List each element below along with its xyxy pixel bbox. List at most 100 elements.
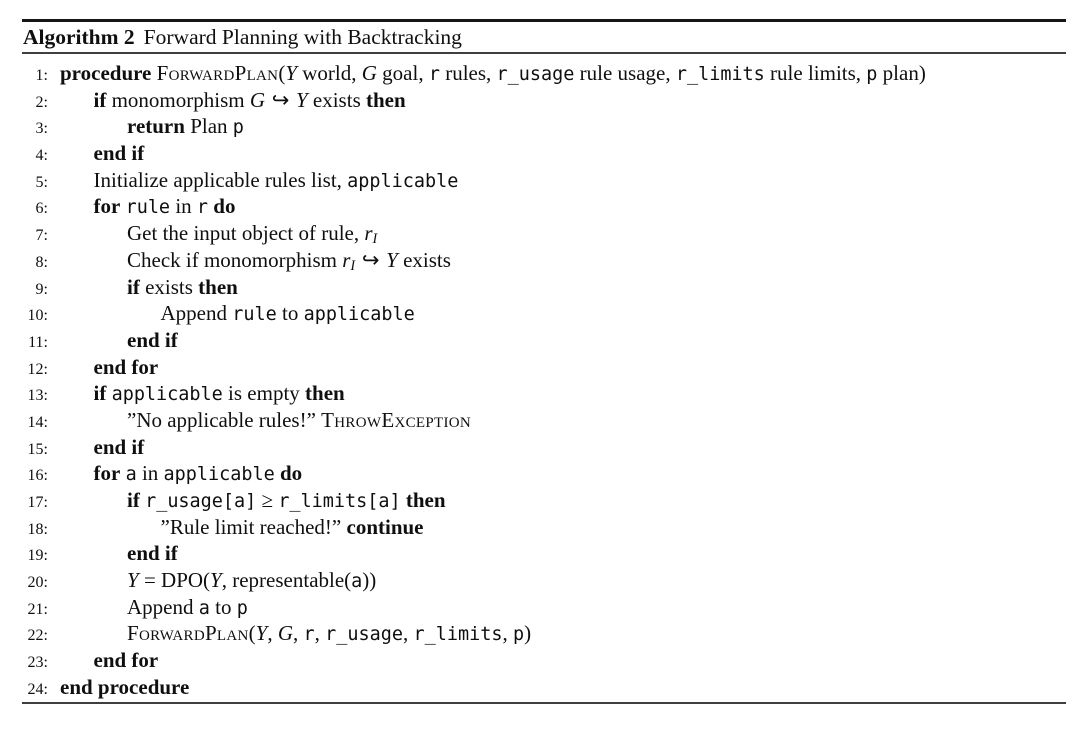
line-number: 24:: [27, 680, 48, 698]
text-segment-b: end for: [93, 354, 159, 379]
algorithm-line: 11: end if: [22, 327, 1072, 354]
text-segment-r: )): [362, 568, 377, 593]
line-content: end if: [127, 328, 178, 352]
text-segment-i: Y: [295, 87, 308, 112]
text-segment-i: Y: [210, 568, 222, 593]
text-segment-b: if: [93, 381, 107, 406]
line-number: 6:: [35, 200, 48, 218]
line-number: 18:: [27, 520, 48, 538]
line-content: Append a to p: [127, 595, 248, 619]
text-segment-r: , representable(: [221, 568, 352, 593]
text-segment-m: r_limits[a]: [278, 491, 401, 512]
line-content: if applicable is empty then: [94, 381, 345, 405]
algorithm-line: 15:end if: [22, 434, 1072, 461]
text-segment-r: goal,: [376, 61, 429, 85]
text-segment-r: Get the input object of rule,: [127, 221, 365, 246]
text-segment-r: ”No applicable rules!”: [127, 407, 322, 432]
algorithm-line: 20:Y = DPO(Y, representable(a)): [22, 567, 1072, 594]
text-segment-i: r: [364, 221, 373, 246]
algorithm-line: 23:end for: [22, 647, 1072, 674]
text-segment-r: (: [278, 61, 286, 85]
text-segment-r: in: [170, 194, 197, 219]
top-rule: [22, 19, 1066, 22]
text-segment-r: ,: [403, 621, 414, 646]
text-segment-sc: ForwardPlan: [156, 61, 279, 85]
text-segment-r: Append: [127, 594, 199, 619]
text-segment-m: r: [196, 197, 209, 219]
text-segment-m: p: [236, 597, 248, 619]
algorithm-line: 14:”No applicable rules!” ThrowException: [22, 407, 1072, 434]
text-segment-b: end for: [93, 648, 159, 673]
line-content: Y = DPO(Y, representable(a)): [127, 568, 376, 592]
text-segment-m: p: [866, 64, 878, 85]
algorithm-label: Algorithm 2: [23, 25, 135, 49]
text-segment-b: procedure: [60, 61, 157, 85]
algorithm-line: 24:end procedure: [22, 674, 1072, 701]
text-segment-b: if: [93, 87, 107, 112]
line-number: 10:: [27, 307, 48, 325]
text-segment-r: rule limits,: [764, 61, 867, 85]
text-segment-sub: I: [372, 231, 378, 248]
line-content: for rule in r do: [94, 194, 236, 218]
algorithm-line: 6: for rule in r do: [22, 193, 1072, 220]
text-segment-b: if: [127, 274, 140, 299]
line-number: 5:: [35, 173, 48, 191]
text-segment-r: (: [248, 621, 256, 646]
text-segment-b: then: [305, 381, 345, 406]
algorithm-line: 3: return Plan p: [22, 113, 1072, 140]
algorithm-line: 10:Append rule to applicable: [22, 300, 1072, 327]
algorithm-line: 13:if applicable is empty then: [22, 380, 1072, 407]
algorithm-body: 1:procedure ForwardPlan(Y world, G goal,…: [22, 60, 1072, 701]
text-segment-b: end if: [127, 541, 178, 566]
text-segment-i: r: [342, 247, 351, 272]
text-segment-r: exists: [139, 274, 199, 299]
text-segment-r: = DPO(: [138, 568, 211, 593]
line-number: 7:: [35, 227, 48, 245]
text-segment-m: a: [198, 597, 210, 619]
text-segment-r: in: [136, 461, 164, 486]
algorithm-line: 9:if exists then: [22, 274, 1072, 301]
text-segment-r: to: [209, 594, 237, 619]
algorithm-line: 18:”Rule limit reached!” continue: [22, 514, 1072, 541]
algorithm-line: 19:end if: [22, 540, 1072, 567]
text-segment-b: then: [366, 87, 406, 112]
text-segment-r: exists: [307, 87, 366, 112]
text-segment-m: a: [125, 464, 137, 486]
text-segment-b: for: [93, 194, 121, 219]
line-content: return Plan p: [127, 114, 244, 138]
algorithm-line: 17:if r_usage[a] ≥ r_limits[a] then: [22, 487, 1072, 514]
algorithm-line: 5: Initialize applicable rules list, appl…: [22, 167, 1072, 194]
text-segment-r: ,: [502, 621, 513, 646]
text-segment-r: ”Rule limit reached!”: [160, 514, 347, 539]
line-number: 3:: [35, 120, 48, 138]
line-number: 11:: [28, 333, 48, 351]
algorithm-line: 1:procedure ForwardPlan(Y world, G goal,…: [22, 60, 1072, 87]
line-number: 22:: [27, 627, 48, 645]
line-content: end for: [94, 648, 159, 672]
text-segment-m: applicable: [163, 464, 275, 486]
line-content: procedure ForwardPlan(Y world, G goal, r…: [60, 61, 926, 85]
text-segment-r: Plan: [184, 114, 233, 139]
line-content: end if: [94, 435, 145, 459]
line-content: if exists then: [127, 275, 238, 299]
line-number: 14:: [27, 413, 48, 431]
text-segment-r: exists: [397, 247, 451, 272]
line-content: ForwardPlan(Y, G, r, r_usage, r_limits, …: [127, 621, 531, 645]
line-content: Initialize applicable rules list, applic…: [94, 168, 459, 192]
algorithm-line: 16:for a in applicable do: [22, 460, 1072, 487]
text-segment-r: to: [276, 301, 304, 326]
text-segment-b: do: [213, 194, 236, 219]
text-segment-m: r: [428, 64, 440, 85]
text-segment-r: ,: [314, 621, 326, 646]
text-segment-m: r_limits: [413, 624, 503, 646]
text-segment-r: is empty: [222, 381, 306, 406]
line-content: if r_usage[a] ≥ r_limits[a] then: [127, 488, 446, 512]
text-segment-r: rule usage,: [574, 61, 676, 85]
text-segment-i: G: [277, 621, 294, 646]
text-segment-ar: ↪: [265, 87, 296, 112]
text-segment-m: rule: [125, 197, 171, 219]
line-content: for a in applicable do: [94, 461, 303, 485]
text-segment-m: applicable: [347, 170, 459, 192]
algorithm-line: 4:end if: [22, 140, 1072, 167]
text-segment-m: a: [351, 571, 363, 593]
